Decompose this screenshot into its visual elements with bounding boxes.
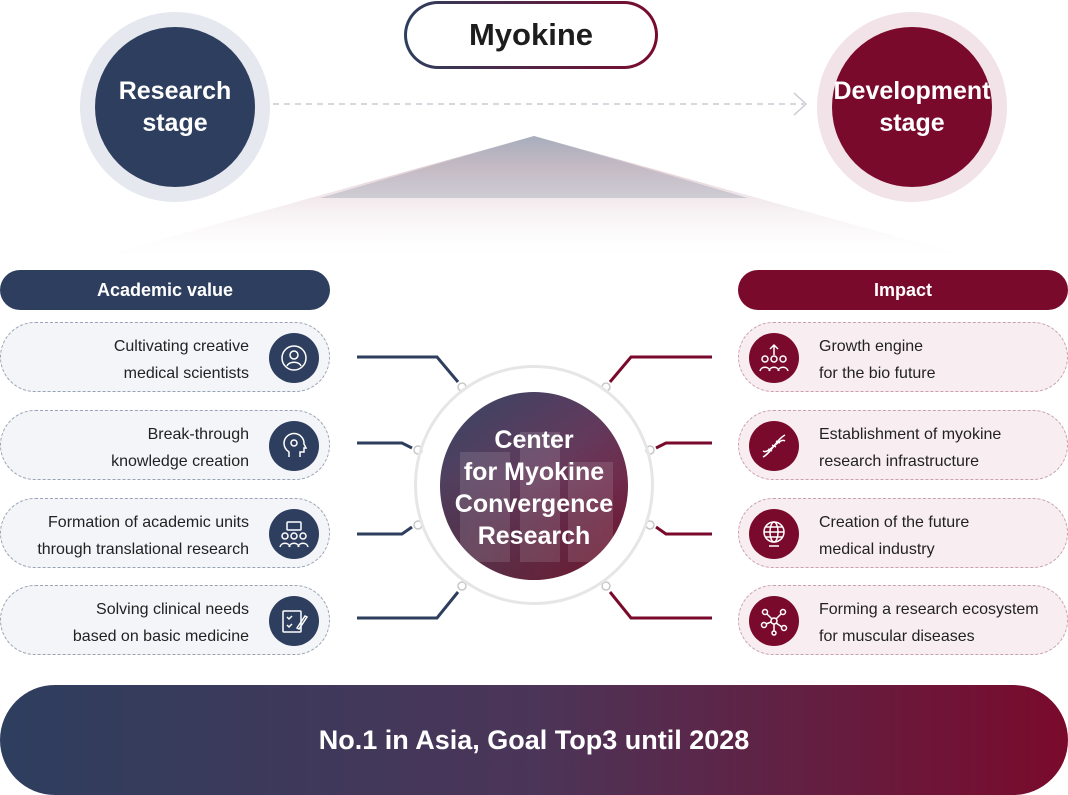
impact-item-3: Creation of the future medical industry — [738, 498, 1068, 568]
people-growth-icon — [749, 333, 799, 383]
academic-value-header-text: Academic value — [96, 279, 234, 300]
brain-gear-icon — [269, 421, 319, 471]
center-line1: Center — [494, 426, 574, 454]
academic-item-1-line1: Cultivating creative — [113, 338, 249, 355]
academic-item-1: Cultivating creative medical scientists — [0, 322, 330, 392]
academic-item-2-line2: knowledge creation — [111, 453, 249, 470]
connector-left-3 — [357, 525, 413, 536]
academic-item-4: Solving clinical needs based on basic me… — [0, 585, 330, 655]
academic-item-2: Break-through knowledge creation — [0, 410, 330, 480]
connector-right-2 — [655, 441, 712, 450]
converge-triangle — [80, 136, 988, 262]
impact-item-1-line1: Growth engine — [819, 338, 924, 355]
impact-item-2: Establishment of myokine research infras… — [738, 410, 1068, 480]
connector-dot — [457, 581, 467, 591]
impact-item-4-line2: for muscular diseases — [819, 628, 975, 645]
team-presentation-icon — [269, 509, 319, 559]
creative-scientist-icon — [269, 333, 319, 383]
connector-left-2 — [357, 441, 413, 450]
academic-item-3: Formation of academic units through tran… — [0, 498, 330, 568]
goal-banner: No.1 in Asia, Goal Top3 until 2028 — [0, 685, 1068, 795]
impact-item-2-line2: research infrastructure — [819, 453, 980, 470]
development-stage-circle: Development stage — [832, 27, 992, 187]
impact-item-4: Forming a research ecosystem for muscula… — [738, 585, 1068, 655]
stage-arrow-head — [793, 92, 808, 116]
connector-left-1 — [357, 355, 460, 383]
academic-item-1-line2: medical scientists — [123, 365, 249, 382]
research-stage-line2: stage — [142, 109, 208, 137]
impact-item-3-line2: medical industry — [819, 541, 935, 558]
checklist-pencil-icon — [269, 596, 319, 646]
center-line2: for Myokine — [463, 458, 605, 486]
development-stage-line2: stage — [879, 109, 945, 137]
center-hub-text: Center for Myokine Convergence Research — [430, 424, 638, 552]
impact-item-1-line2: for the bio future — [819, 365, 936, 382]
development-stage-halo: Development stage — [817, 12, 1007, 202]
impact-header-text: Impact — [873, 279, 933, 300]
center-hub-ring — [414, 365, 654, 605]
impact-item-1: Growth engine for the bio future — [738, 322, 1068, 392]
impact-item-4-line1: Forming a research ecosystem — [819, 601, 1039, 618]
connector-left-4 — [357, 591, 460, 620]
center-line4: Research — [477, 522, 591, 550]
title-pill: Myokine — [404, 1, 658, 69]
network-nodes-icon — [749, 596, 799, 646]
academic-item-2-line1: Break-through — [147, 426, 249, 443]
converge-triangle-top — [320, 136, 748, 198]
connector-right-4 — [608, 591, 712, 620]
impact-item-3-line1: Creation of the future — [819, 514, 970, 531]
goal-banner-text: No.1 in Asia, Goal Top3 until 2028 — [318, 724, 750, 755]
academic-item-3-line2: through translational research — [37, 541, 249, 558]
academic-value-header: Academic value — [0, 270, 330, 310]
title-text: Myokine — [468, 17, 594, 52]
academic-item-3-line1: Formation of academic units — [48, 514, 249, 531]
impact-item-2-line1: Establishment of myokine — [819, 426, 1002, 443]
connector-right-3 — [655, 525, 712, 536]
impact-header: Impact — [738, 270, 1068, 310]
connector-dot — [601, 581, 611, 591]
academic-item-4-line1: Solving clinical needs — [96, 601, 249, 618]
academic-item-4-line2: based on basic medicine — [72, 628, 249, 645]
research-stage-circle: Research stage — [95, 27, 255, 187]
globe-hand-icon — [749, 509, 799, 559]
connector-right-1 — [608, 355, 712, 383]
research-stage-line1: Research — [118, 77, 232, 105]
research-stage-halo: Research stage — [80, 12, 270, 202]
center-hub-photo — [440, 392, 628, 580]
center-line3: Convergence — [454, 490, 614, 518]
development-stage-line1: Development — [833, 77, 991, 105]
dna-icon — [749, 421, 799, 471]
